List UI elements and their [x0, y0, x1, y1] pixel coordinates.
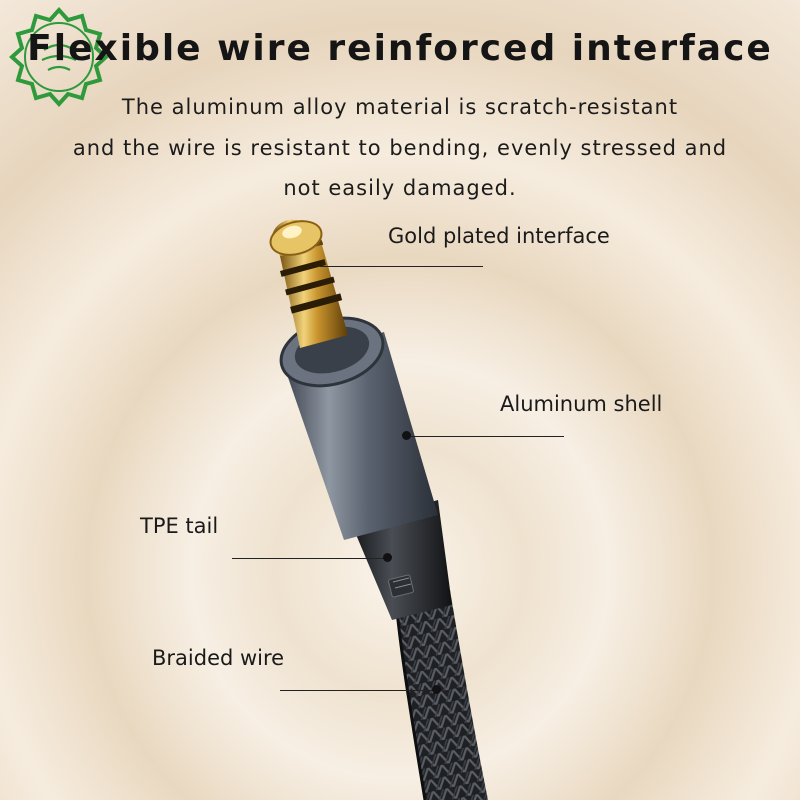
page-title: Flexible wire reinforced interface [27, 28, 773, 69]
braided-wire [395, 590, 488, 800]
callout-braided-wire: Braided wire [152, 646, 285, 670]
marker-dot-tpe [383, 553, 392, 562]
callout-gold-plated-interface: Gold plated interface [388, 224, 610, 248]
leader-line-aluminum [408, 436, 564, 437]
marker-dot-aluminum [402, 431, 411, 440]
leader-line-braided [280, 690, 436, 691]
callout-tpe-tail: TPE tail [140, 514, 219, 538]
leader-line-tpe [232, 558, 388, 559]
marker-dot-braided [432, 685, 441, 694]
brand-logo-icon [9, 7, 109, 107]
callout-aluminum-shell: Aluminum shell [500, 392, 663, 416]
description-line-1: The aluminum alloy material is scratch-r… [121, 95, 679, 119]
description-line-2: and the wire is resistant to bending, ev… [72, 136, 728, 160]
leader-line-gold [320, 266, 483, 267]
description-line-3: not easily damaged. [283, 176, 517, 200]
